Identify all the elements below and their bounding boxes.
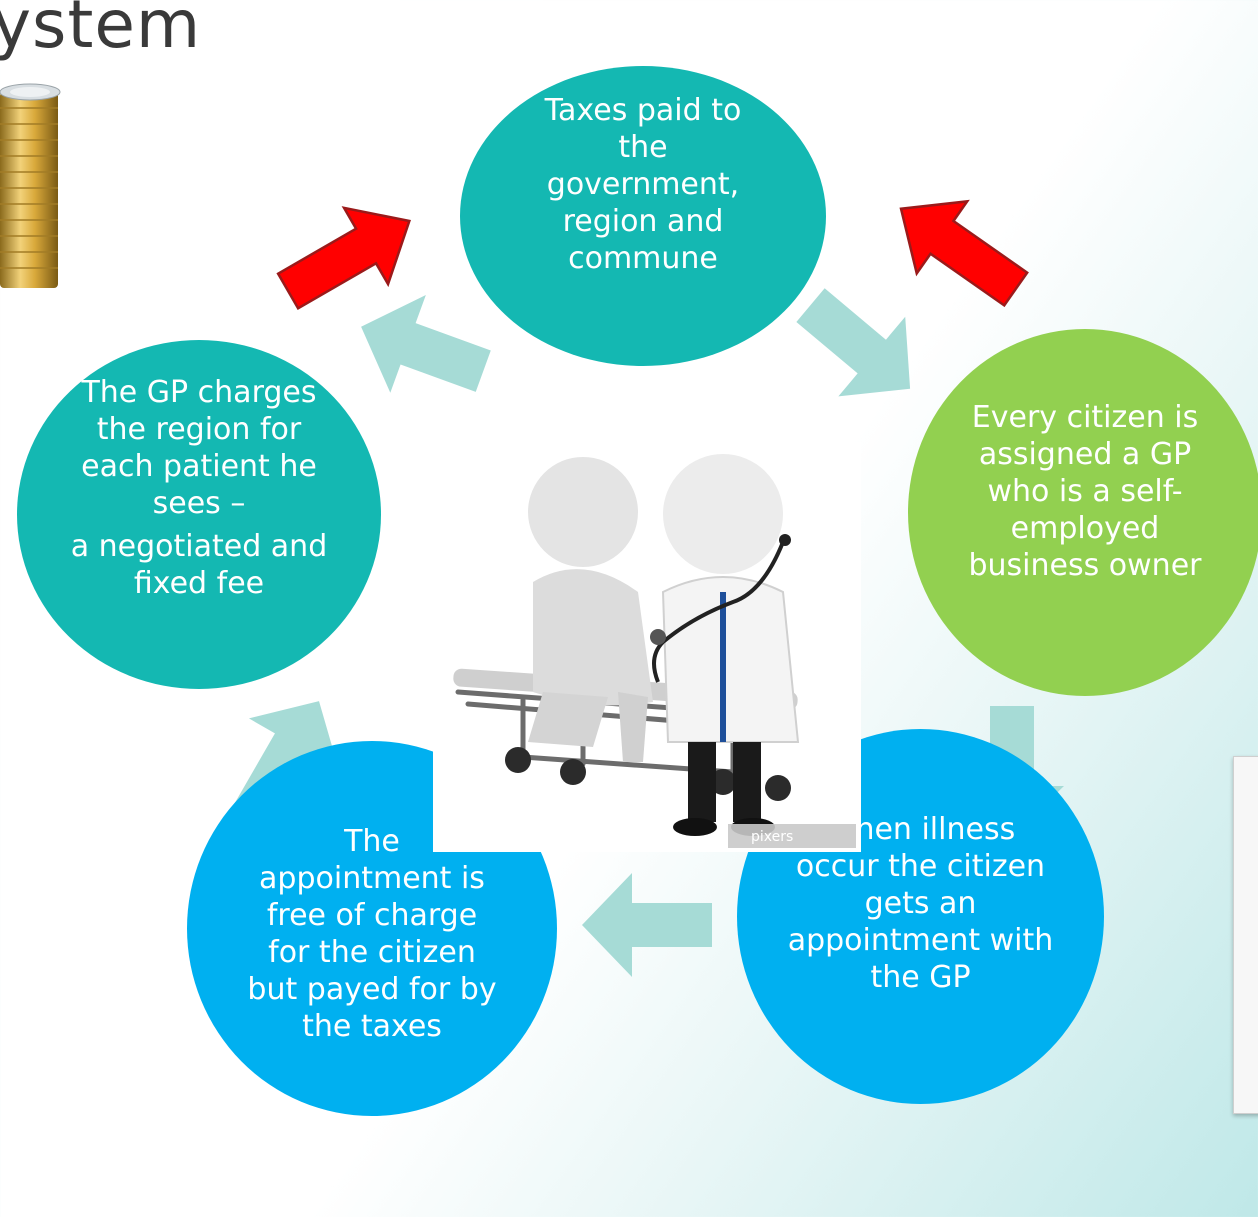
cycle-step-illness: When illness occur the citizen gets an a…: [737, 729, 1104, 1104]
cycle-step-gp-assigned-text: Every citizen is assigned a GP who is a …: [968, 400, 1202, 583]
red-arrow-icon: [276, 206, 411, 311]
side-image-frame: [1233, 756, 1258, 1114]
cycle-arrow-icon: [582, 873, 712, 977]
watermark-text: pixers: [751, 829, 793, 845]
red-arrow-icon: [899, 199, 1029, 308]
cycle-step-gp-assigned: Every citizen is assigned a GP who is a …: [908, 329, 1258, 696]
slide-title: ystem: [0, 0, 202, 63]
cycle-step-gp-charges-fee: a negotiated and fixed fee: [70, 529, 328, 601]
cycle-arrow-icon: [361, 294, 491, 393]
cycle-step-taxes: Taxes paid to the government, region and…: [460, 66, 826, 366]
cycle-step-taxes-text: Taxes paid to the government, region and…: [544, 93, 742, 276]
cycle-step-gp-charges-text: The GP charges the region for each patie…: [81, 375, 317, 521]
cycle-arrow-icon: [796, 288, 911, 397]
cycle-step-gp-charges: The GP charges the region for each patie…: [17, 340, 381, 689]
doctor-patient-illustration: pixers: [433, 442, 861, 852]
cycle-step-appointment-text: The appointment is free of charge for th…: [247, 824, 497, 1044]
coin-stack-icon: [0, 83, 61, 288]
